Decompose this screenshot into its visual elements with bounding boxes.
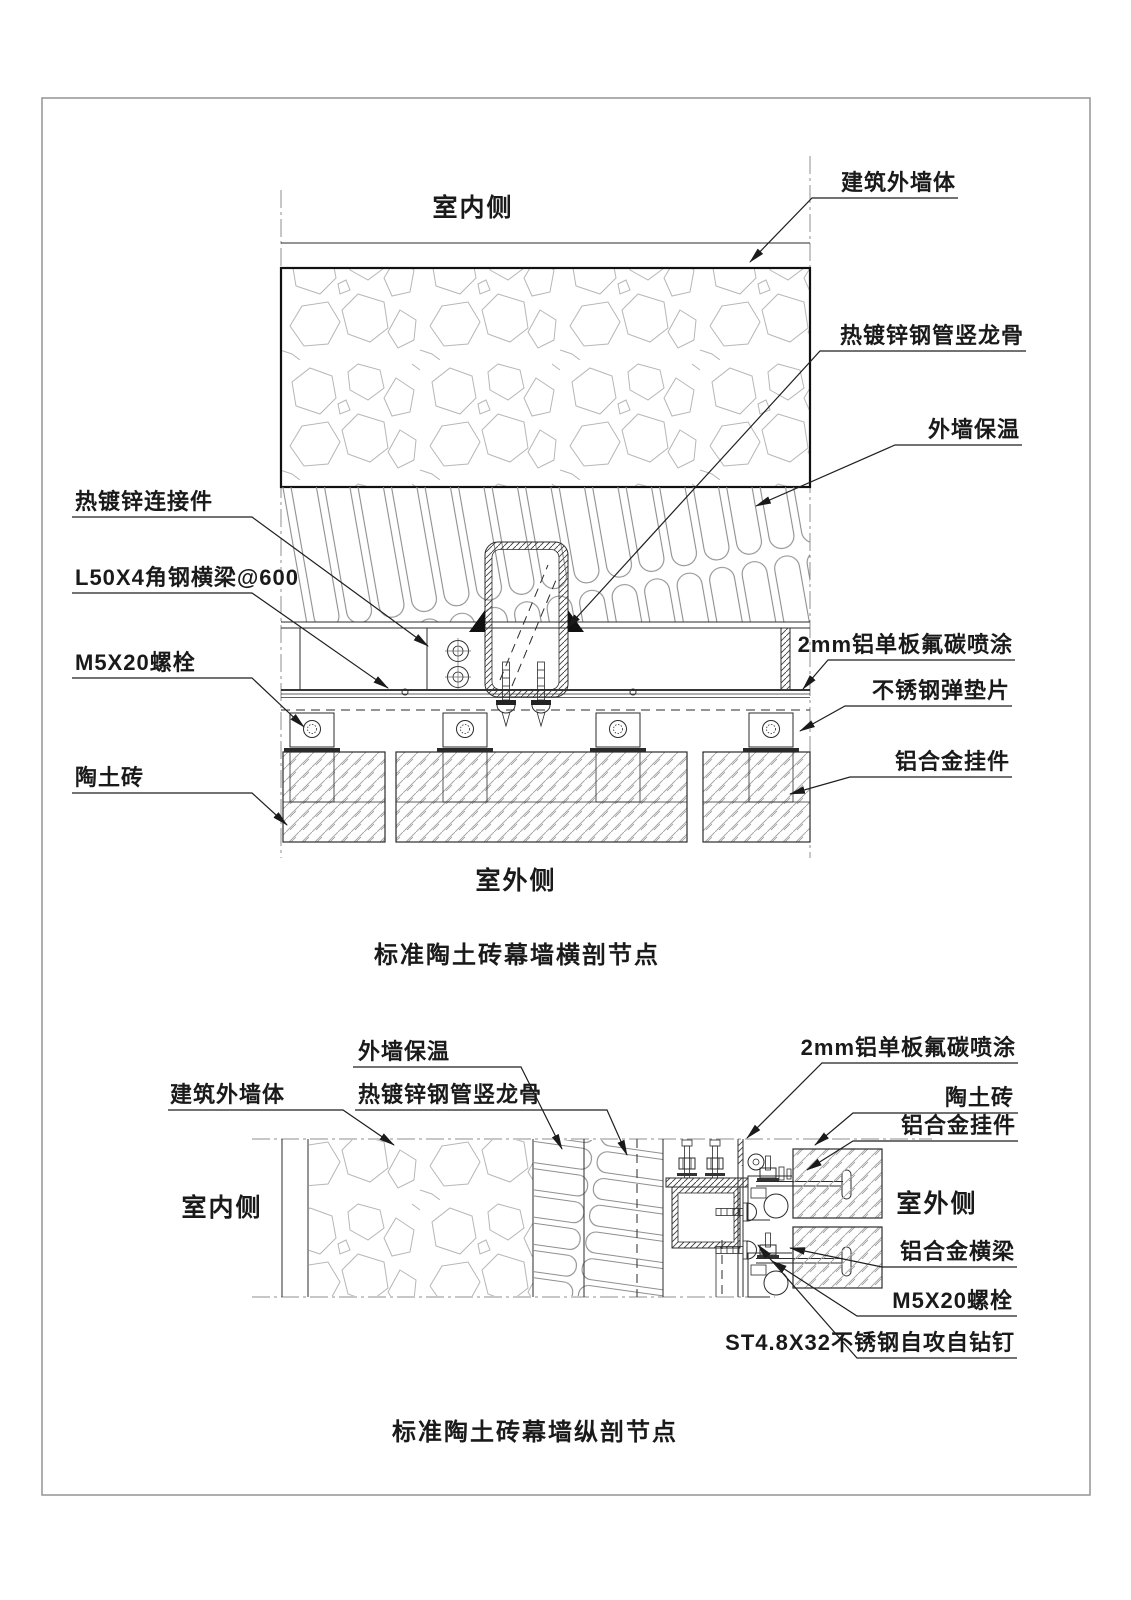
terracotta-brick [792,1148,883,1219]
leader-angle-steel-beam [72,592,389,689]
label-steel-keel: 热镀锌钢管竖龙骨 [358,1082,542,1107]
leader-building-exterior-wall [168,1109,395,1146]
alloy-hanger [437,712,493,753]
bottom-drawing-title: 标准陶土砖幕墙纵剖节点 [392,1418,678,1446]
brick-notch [748,751,794,803]
alloy-hanger [743,712,799,753]
label-aluminum-panel: 2mm铝单板氟碳喷涂 [801,1035,1016,1060]
label-terracotta-brick: 陶土砖 [75,765,144,790]
label-bolt: M5X20螺栓 [892,1288,1013,1313]
label-aluminum-beam: 铝合金横梁 [900,1239,1015,1264]
leader-galvanized-connector [72,516,429,647]
top-section-drawing: 室内侧 室外侧 标准陶土砖幕墙横剖节点 热镀锌连接件 L50X4角钢横梁@600… [72,156,1026,969]
leader-bolt [771,1260,1017,1317]
leader-wall-insulation [755,444,1022,507]
terracotta-brick [702,751,811,843]
outdoor-side-label: 室外侧 [475,866,556,895]
terracotta-brick-row [282,751,811,843]
label-steel-keel: 热镀锌钢管竖龙骨 [840,323,1024,348]
exterior-wall-band [309,1140,533,1296]
brick-notch [289,751,335,803]
label-angle-steel-beam: L50X4角钢横梁@600 [75,565,299,590]
label-building-exterior-wall: 建筑外墙体 [841,170,956,195]
brick-notch [595,751,641,803]
label-wall-insulation: 外墙保温 [358,1039,450,1064]
anchor-bolt [531,661,551,728]
screw-head-side [747,1153,765,1171]
leader-steel-keel [566,350,1026,629]
leader-aluminum-beam [789,1247,1017,1268]
connector-plate [665,1177,749,1188]
anchor-bolt [496,661,516,728]
leader-aluminum-hanger [789,776,1012,795]
label-aluminum-hanger: 铝合金挂件 [901,1113,1016,1138]
leader-steel-keel [355,1109,628,1156]
connector-bolt [705,1139,725,1179]
end-plate [780,627,791,691]
exterior-wall-block [279,266,812,489]
label-bolt: M5X20螺栓 [75,650,196,675]
leader-aluminum-panel [802,659,1015,690]
screw-head-side [752,1158,760,1166]
leader-aluminum-hanger [806,1140,1018,1171]
rivet-dot [629,688,637,696]
leader-wall-insulation [353,1066,563,1150]
label-aluminum-hanger: 铝合金挂件 [895,749,1010,774]
leader-stainless-washer [799,705,1012,732]
leader-bolt [72,677,305,728]
alloy-hanger [284,712,340,753]
outdoor-side-label: 室外侧 [896,1189,977,1218]
brick-notch [442,751,488,803]
leader-terracotta-brick [814,1112,1018,1146]
indoor-side-label: 室内侧 [432,193,513,222]
connector-bolt [445,638,471,664]
insulation-band [534,1140,663,1296]
label-galvanized-connector: 热镀锌连接件 [75,489,213,514]
indoor-side-label: 室内侧 [181,1193,262,1222]
hanger-row [284,712,799,753]
top-drawing-title: 标准陶土砖幕墙横剖节点 [374,941,660,969]
leader-building-exterior-wall [749,197,958,263]
self-drilling-screw [715,1240,757,1260]
label-wall-insulation: 外墙保温 [928,417,1020,442]
label-terracotta-brick: 陶土砖 [945,1085,1014,1110]
rivet-dot [401,688,409,696]
leader-self-drilling-screw [757,1244,1017,1359]
label-aluminum-panel: 2mm铝单板氟碳喷涂 [798,632,1013,657]
bottom-section-drawing: 室内侧 室外侧 标准陶土砖幕墙纵剖节点 建筑外墙体 外墙保温 热镀锌钢管竖龙骨 … [168,1035,1018,1446]
alloy-hanger [590,712,646,753]
insulation-band [281,487,810,622]
connector-bolt [445,664,471,690]
leader-terracotta-brick [72,792,288,826]
label-building-exterior-wall: 建筑外墙体 [170,1082,285,1107]
label-self-drilling-screw: ST4.8X32不锈钢自攻自钻钉 [725,1330,1015,1355]
beam-bolt [757,1155,779,1181]
aluminum-beam [747,1166,792,1221]
leader-aluminum-panel [746,1062,1018,1139]
connector-bolt [677,1139,697,1179]
label-stainless-washer: 不锈钢弹垫片 [872,678,1010,703]
terracotta-brick [395,751,688,843]
self-drilling-screw [715,1202,757,1222]
